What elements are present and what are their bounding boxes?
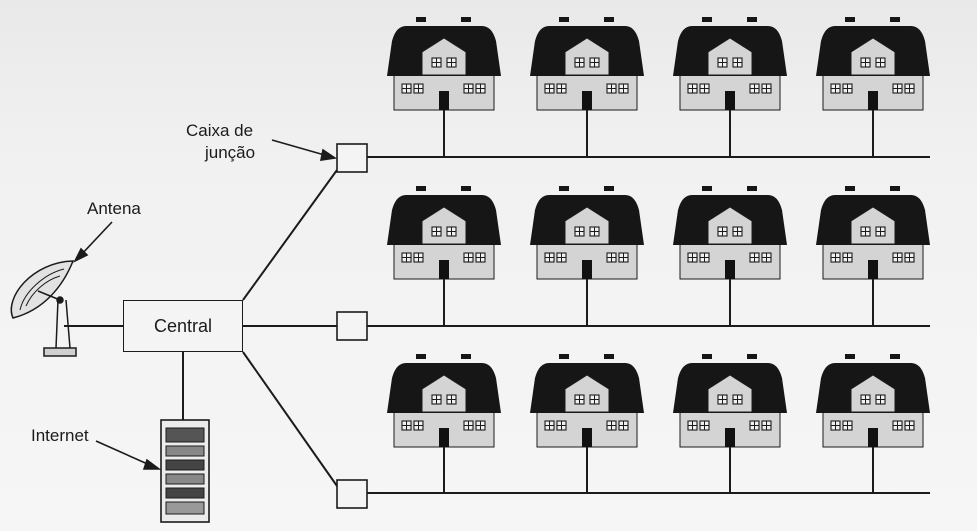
junction-box-icon	[336, 143, 368, 173]
house-icon	[816, 186, 930, 326]
house-icon	[673, 354, 787, 493]
house-icon	[673, 186, 787, 326]
house-icon	[673, 17, 787, 157]
trunk-cable-top	[242, 169, 338, 301]
house-icon	[530, 186, 644, 326]
house-icon	[387, 17, 501, 157]
junction-box-label-line-1: Caixa de	[186, 121, 254, 140]
house-icon	[816, 354, 930, 493]
internet-label: Internet	[31, 426, 89, 445]
houses-grid	[387, 17, 930, 493]
house-icon	[816, 17, 930, 157]
trunk-cable-bottom	[242, 351, 338, 487]
junction-box-label-line-2: junção	[205, 143, 256, 162]
house-icon	[530, 17, 644, 157]
feeder-lines	[367, 156, 930, 494]
label-pointers	[73, 139, 338, 470]
junction-box-icon	[336, 479, 368, 509]
house-icon	[530, 354, 644, 493]
satellite-dish-icon	[10, 260, 77, 357]
server-rack-icon	[160, 419, 210, 523]
house-icon	[387, 354, 501, 493]
central-node: Central	[123, 300, 243, 352]
house-icon	[387, 186, 501, 326]
central-label: Central	[153, 315, 213, 336]
junction-box-icon	[336, 311, 368, 341]
junction-boxes	[336, 143, 368, 509]
trunk-cables	[64, 169, 338, 487]
antenna-label: Antena	[87, 199, 141, 218]
